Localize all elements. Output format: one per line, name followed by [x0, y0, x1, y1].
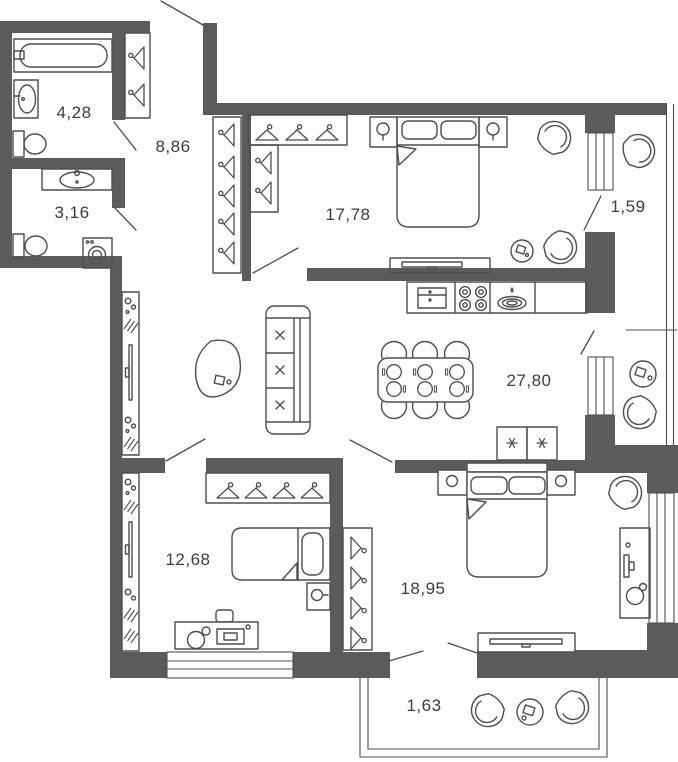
balcony-glazing [359, 104, 677, 758]
room-balcony-bottom: 1,63 [406, 684, 597, 735]
bedroom2-door [165, 438, 206, 462]
cooktop-icon [458, 285, 488, 312]
dining-table-icon [377, 357, 474, 403]
window-bedroom3 [648, 492, 675, 624]
room-bedroom-2: 12,68 [121, 472, 331, 652]
room-bathroom: 4,28 [12, 38, 113, 158]
bedroom2-nightstand-icon [306, 582, 331, 611]
walls [0, 21, 678, 678]
balcony-bottom-table-icon [516, 698, 544, 726]
room-hallway: 8,86 [124, 32, 242, 274]
coffee-table-icon [194, 339, 242, 398]
window-bedroom2 [166, 651, 294, 679]
bedroom1-armchair2-icon [537, 224, 585, 272]
bedroom3-nightstand-left-icon [437, 469, 468, 496]
room-bedroom-3: 18,95 [342, 462, 651, 653]
windows [166, 132, 675, 679]
bedroom3-tv-stand-icon [477, 632, 576, 653]
wc-door [113, 206, 137, 231]
balcony-bottom-armchair2-icon [549, 684, 597, 732]
wc-area-label: 3,16 [54, 203, 89, 222]
balcony-bottom-armchair1-icon [463, 687, 511, 735]
bedroom1-balcony-door [583, 195, 602, 231]
bedroom1-wardrobe-icon [247, 114, 348, 213]
washing-machine-icon [82, 237, 113, 269]
bedroom2-area-label: 12,68 [165, 550, 210, 569]
room-kitchen-living: 27,80 [121, 281, 588, 461]
balcony-bottom-area-label: 1,63 [406, 696, 441, 715]
bottom-balcony-doors [388, 642, 478, 662]
kitchen-sink-icon [497, 287, 527, 311]
fridge-icon [417, 287, 447, 309]
bedroom3-wardrobe-icon [342, 527, 373, 651]
wc-sink-icon [41, 168, 113, 191]
bedroom3-bed-icon [437, 462, 576, 578]
bathroom-toilet-icon [12, 130, 47, 158]
bedroom1-area-label: 17,78 [325, 205, 370, 224]
balcony-right-armchair2-icon [615, 389, 663, 437]
hallway-area-label: 8,86 [155, 137, 190, 156]
bedroom1-bed-icon [396, 116, 480, 228]
sofa-icon [265, 305, 311, 435]
bedroom3-armchair-icon [602, 468, 650, 516]
bedroom3-nightstand-right-icon [546, 469, 576, 496]
room-balcony-right: 1,59 [610, 130, 663, 437]
balcony-right-glazing [665, 104, 675, 445]
balcony-right-plant-table-icon [629, 360, 657, 388]
doors [113, 0, 602, 662]
bedroom1-door [252, 247, 299, 274]
hallway-wardrobe-icon [212, 116, 242, 274]
bedroom1-nightstand-right-icon [478, 116, 508, 148]
bedroom3-desk-icon [619, 527, 651, 619]
bedroom2-desk-icon [174, 609, 259, 650]
bathtub-icon [13, 38, 113, 73]
bedroom2-bed-icon [231, 527, 331, 581]
bedroom3-door [349, 439, 393, 463]
bedroom1-side-table-icon [510, 239, 534, 263]
window-living-balcony [587, 356, 614, 416]
balcony-bottom-glazing-inner [367, 678, 600, 750]
bedroom3-area-label: 18,95 [400, 579, 445, 598]
bedroom1-tv-stand-icon [389, 257, 491, 274]
bathroom-door [113, 121, 137, 151]
dining-set-icon [377, 340, 474, 420]
kitchen-counter-icon [406, 281, 588, 314]
bathroom-sink-icon [13, 79, 39, 119]
window-bedroom1-balcony [587, 132, 614, 191]
bedroom2-wardrobe-icon [205, 472, 331, 504]
entrance-door [160, 0, 204, 26]
room-bedroom-1: 17,78 [247, 113, 585, 274]
bedroom1-armchair-icon [531, 113, 579, 161]
living-shelving-tv-icon [121, 291, 140, 456]
room-wc: 3,16 [12, 168, 113, 269]
bathroom-area-label: 4,28 [56, 103, 91, 122]
balcony-right-area-label: 1,59 [610, 197, 645, 216]
bedroom1-nightstand-left-icon [369, 116, 398, 148]
kitchen-living-area-label: 27,80 [506, 371, 551, 390]
bedroom2-shelving-tv-icon [121, 472, 140, 652]
coat-closet-icon [124, 32, 151, 119]
balcony-right-armchair1-icon [619, 130, 659, 172]
balcony-bottom-glazing-outer [359, 678, 608, 758]
washer-dryer-icons [496, 426, 558, 461]
living-balcony-door [580, 330, 595, 355]
wc-toilet-icon [12, 233, 48, 259]
